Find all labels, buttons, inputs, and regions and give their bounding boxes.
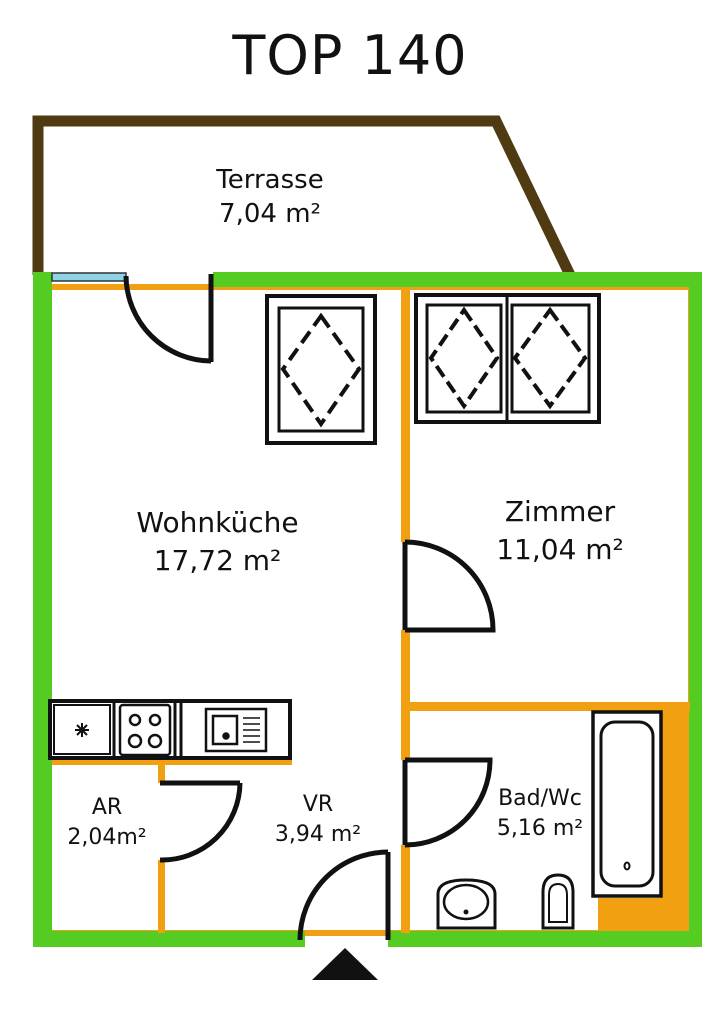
room-area: 7,04 m² (219, 199, 321, 229)
washbasin-icon (436, 878, 497, 930)
stove-icon (118, 703, 172, 757)
room-name: Terrasse (216, 165, 324, 195)
room-label-terrasse: Terrasse 7,04 m² (190, 163, 350, 231)
bathtub-icon (591, 710, 663, 898)
room-name: Wohnküche (136, 506, 299, 539)
room-name: Bad/Wc (498, 786, 582, 811)
room-label-ar: AR 2,04m² (52, 793, 162, 853)
page-title: TOP 140 (232, 24, 468, 87)
wardrobe-icon (414, 293, 601, 424)
interior-partitions (52, 287, 690, 933)
room-label-vr: VR 3,94 m² (258, 790, 378, 850)
door-swing-icon (402, 757, 493, 848)
bath-orange-fill (598, 706, 690, 930)
room-name: VR (302, 792, 334, 817)
room-name: AR (91, 795, 123, 820)
terrace-wall (32, 115, 575, 278)
room-area: 3,94 m² (274, 822, 362, 847)
room-area: 17,72 m² (153, 544, 282, 577)
room-area: 2,04m² (67, 825, 147, 850)
window-glass (51, 272, 127, 282)
wardrobe-icon (265, 294, 377, 445)
room-area: 5,16 m² (496, 816, 584, 841)
sink-icon (204, 707, 268, 753)
exterior-wall (33, 272, 702, 947)
toilet-icon (541, 873, 575, 930)
door-swing-icon (297, 849, 391, 941)
fridge-icon (53, 704, 111, 755)
door-swing-icon (123, 274, 214, 364)
entrance-arrow-icon (312, 948, 378, 980)
door-swing-icon (159, 780, 243, 863)
room-area: 11,04 m² (496, 533, 624, 566)
room-name: Zimmer (504, 495, 616, 528)
door-swing-icon (402, 539, 496, 633)
room-label-bad: Bad/Wc 5,16 m² (478, 784, 602, 844)
room-label-wohnkueche: Wohnküche 17,72 m² (110, 504, 325, 580)
room-label-zimmer: Zimmer 11,04 m² (470, 493, 650, 569)
